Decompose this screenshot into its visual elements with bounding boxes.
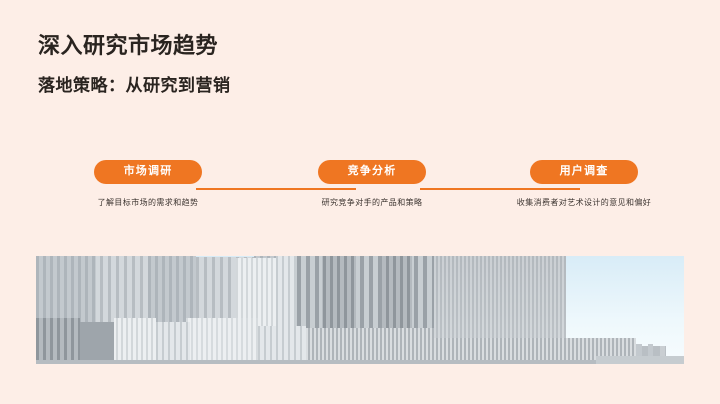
process-flow: 市场调研 了解目标市场的需求和趋势 竞争分析 研究竞争对手的产品和策略 用户调查… [36, 160, 684, 222]
process-step-3: 用户调查 收集消费者对艺术设计的意见和偏好 [484, 160, 684, 208]
process-step-2: 竞争分析 研究竞争对手的产品和策略 [272, 160, 472, 208]
step-pill-user-survey[interactable]: 用户调查 [529, 160, 639, 184]
page-subtitle: 落地策略：从研究到营销 [38, 76, 231, 95]
step-caption-3: 收集消费者对艺术设计的意见和偏好 [516, 197, 652, 207]
step-pill-competitive-analysis[interactable]: 竞争分析 [317, 160, 427, 184]
page-title: 深入研究市场趋势 [38, 33, 219, 58]
architecture-illustration [36, 256, 684, 364]
process-step-1: 市场调研 了解目标市场的需求和趋势 [48, 160, 248, 208]
connector-line-2 [420, 188, 580, 190]
architecture-photo [36, 256, 684, 364]
step-caption-1: 了解目标市场的需求和趋势 [97, 197, 199, 207]
step-caption-2: 研究竞争对手的产品和策略 [321, 197, 423, 207]
connector-line-1 [196, 188, 356, 190]
step-pill-market-research[interactable]: 市场调研 [93, 160, 203, 184]
